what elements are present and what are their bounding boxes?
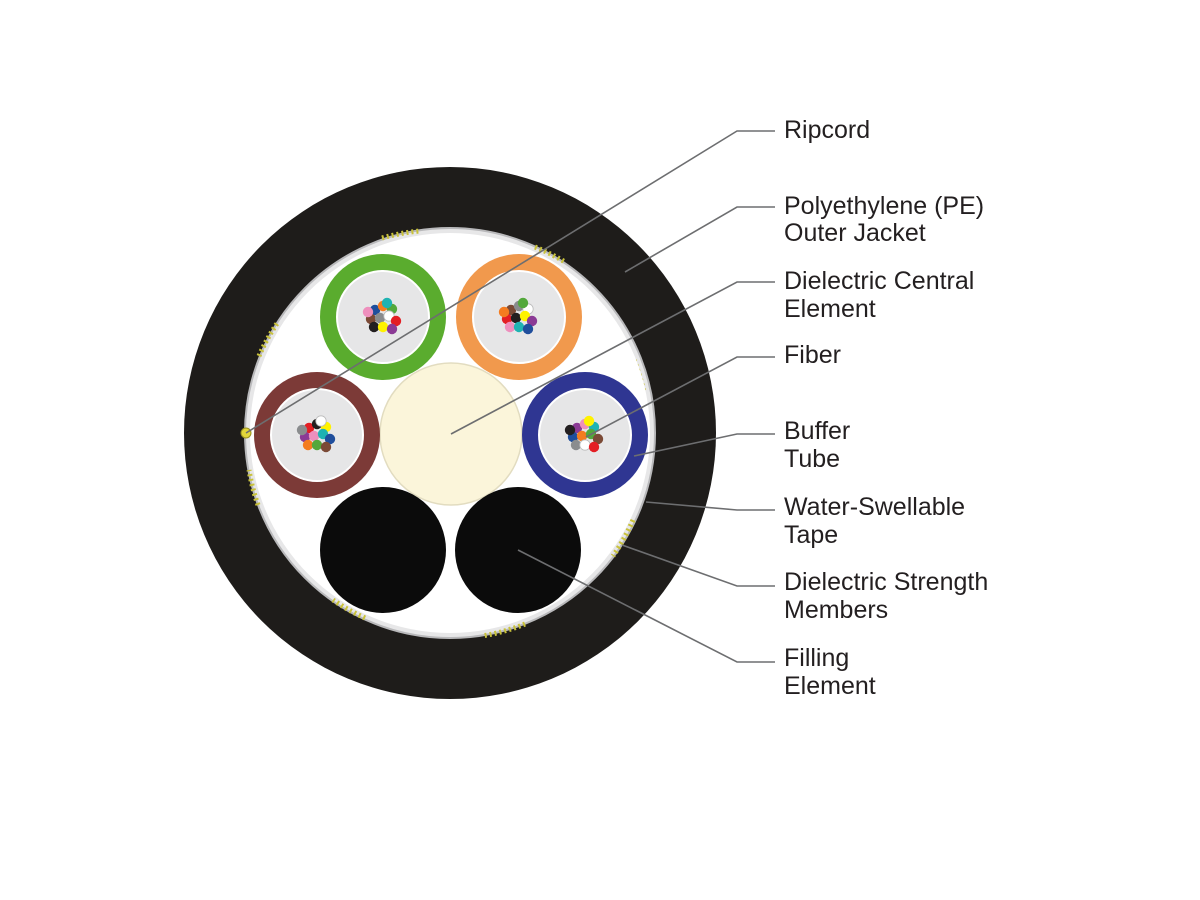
fiber (302, 439, 314, 451)
fiber (296, 424, 308, 436)
fiber (324, 433, 336, 445)
fiber (517, 297, 529, 309)
fiber (498, 306, 510, 318)
fiber (583, 415, 595, 427)
fiber (510, 312, 522, 324)
fiber (564, 424, 576, 436)
callout-labels: Ripcord Polyethylene (PE) Outer Jacket D… (784, 116, 995, 700)
fiber (526, 315, 538, 327)
fiber (377, 321, 389, 333)
leader-lines (245, 130, 775, 663)
label-central-element: Dielectric Central Element (784, 267, 981, 323)
filling-element (320, 487, 446, 613)
fiber (381, 297, 393, 309)
fiber (570, 439, 582, 451)
fiber (315, 415, 327, 427)
leader-buffer-tube (633, 433, 775, 457)
fiber (311, 439, 323, 451)
label-fiber: Fiber (784, 341, 841, 369)
fiber (592, 433, 604, 445)
buffer-tube-brown (254, 372, 380, 498)
fiber (588, 441, 600, 453)
fiber (390, 315, 402, 327)
fiber (579, 439, 591, 451)
leader-central-element (450, 281, 775, 435)
fiber (576, 430, 588, 442)
leader-outer-jacket (624, 206, 775, 273)
leader-strength-members (621, 544, 775, 587)
buffer-tube-orange (456, 254, 582, 380)
fiber (504, 321, 516, 333)
fiber (368, 321, 380, 333)
label-ripcord: Ripcord (784, 116, 870, 144)
fiber (308, 430, 320, 442)
leader-fiber (585, 356, 775, 438)
label-water-tape: Water-Swellable Tape (784, 493, 972, 549)
label-filling-element: Filling Element (784, 644, 876, 700)
buffer-tube-blue (522, 372, 648, 498)
leader-filling-element (517, 549, 775, 663)
label-outer-jacket: Polyethylene (PE) Outer Jacket (784, 192, 991, 247)
buffer-tube-green (320, 254, 446, 380)
leader-water-tape (645, 501, 775, 511)
fiber (522, 323, 534, 335)
fiber (320, 441, 332, 453)
label-strength-members: Dielectric Strength Members (784, 568, 995, 624)
fiber (513, 321, 525, 333)
fiber (362, 306, 374, 318)
fiber (374, 312, 386, 324)
fiber (386, 323, 398, 335)
leader-ripcord (245, 130, 775, 434)
label-buffer-tube: Buffer Tube (784, 417, 857, 473)
